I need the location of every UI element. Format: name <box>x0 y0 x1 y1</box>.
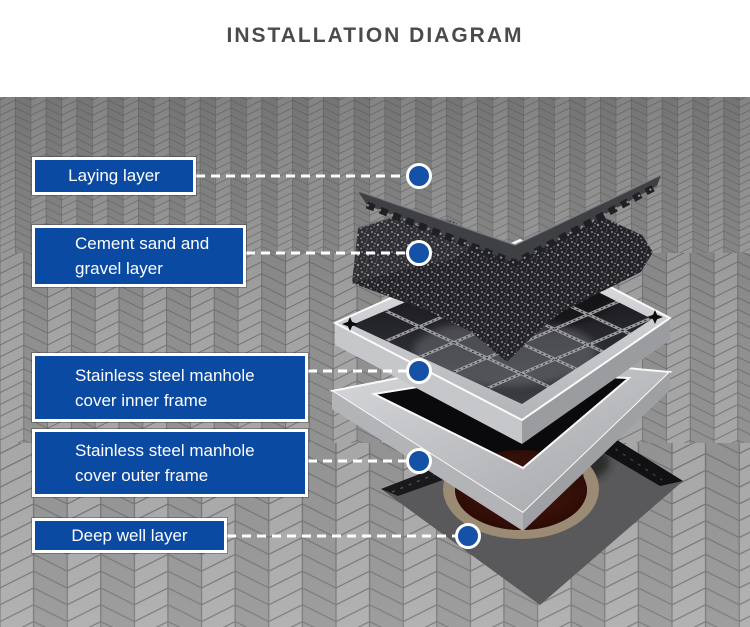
label-text-line2: gravel layer <box>75 259 163 278</box>
title-bar: INSTALLATION DIAGRAM <box>0 0 750 97</box>
label-laying-layer: Laying layer <box>32 157 196 195</box>
label-text-line2: cover outer frame <box>75 466 209 485</box>
callout-lines <box>196 174 456 538</box>
callout-markers <box>406 163 481 549</box>
callout-marker-deep-well <box>455 523 481 549</box>
callout-marker-cement <box>406 240 432 266</box>
label-text-line1: Stainless steel manhole <box>75 365 255 385</box>
laying-layer-strip <box>357 174 662 267</box>
label-deep-well-layer: Deep well layer <box>32 518 227 553</box>
callout-marker-inner-frame <box>406 358 432 384</box>
corner-bolt-right <box>647 310 663 324</box>
callout-marker-laying <box>406 163 432 189</box>
label-text-line1: Stainless steel manhole <box>75 441 255 460</box>
label-text: Deep well layer <box>71 525 188 545</box>
page-title: INSTALLATION DIAGRAM <box>226 24 524 47</box>
label-cement-sand-gravel-layer: Cement sand and gravel layer <box>32 225 246 287</box>
callout-marker-outer-frame <box>406 448 432 474</box>
label-text-line1: Cement sand and <box>75 234 210 253</box>
corner-bolt-left <box>342 317 358 331</box>
label-text: Laying layer <box>68 166 160 185</box>
label-inner-frame: Stainless steel manhole cover inner fram… <box>32 353 308 422</box>
strip-serrated-edge <box>365 182 659 267</box>
label-outer-frame: Stainless steel manhole cover outer fram… <box>32 429 308 497</box>
label-text-line2: cover inner frame <box>75 390 208 410</box>
